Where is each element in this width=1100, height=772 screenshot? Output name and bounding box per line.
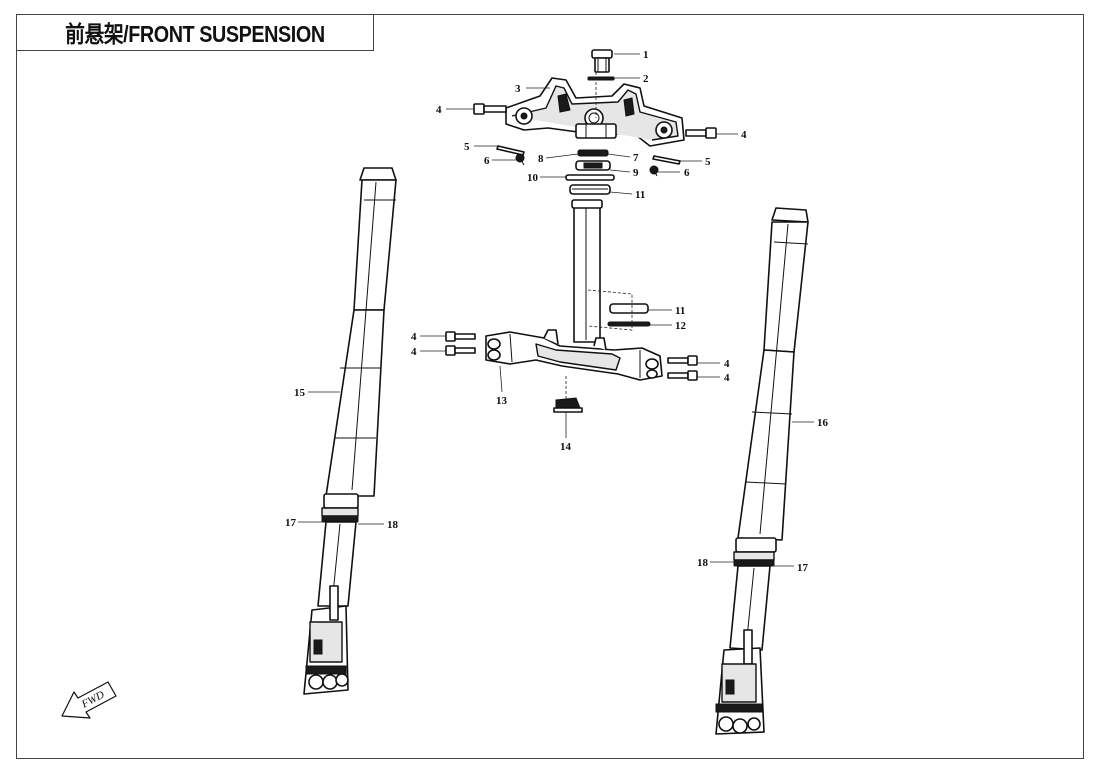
part-10-seal (565, 174, 615, 181)
callout-4-lower-left-2: 4 (411, 346, 417, 358)
part-6-screw-right (649, 165, 659, 177)
part-3-upper-triple-clamp (505, 77, 685, 147)
part-4-bolt-top-right (685, 127, 717, 139)
title-box: 前悬架/FRONT SUSPENSION (16, 14, 374, 51)
callout-5-left: 5 (464, 141, 470, 153)
drawing-frame (16, 14, 1084, 759)
fwd-arrow-icon: FWD (61, 681, 117, 719)
callout-14: 14 (560, 441, 572, 453)
part-13-lower-triple-clamp (485, 329, 663, 381)
part-2-washer (587, 76, 615, 81)
callout-12: 12 (675, 320, 687, 332)
part-12-seal (607, 321, 651, 327)
callout-4-top-right: 4 (741, 129, 747, 141)
part-15-left-fork (303, 167, 397, 695)
callout-17-left: 17 (285, 517, 297, 529)
part-4-bolt-lower-right-1 (667, 355, 698, 366)
part-16-right-fork (715, 207, 809, 735)
callout-3: 3 (515, 83, 521, 95)
callout-10: 10 (527, 172, 539, 184)
part-6-screw-left (515, 153, 525, 166)
callout-1: 1 (643, 49, 649, 61)
callout-8: 8 (538, 153, 544, 165)
callout-2: 2 (643, 73, 649, 85)
part-11-bearing-bottom (609, 303, 649, 314)
callout-4-lower-right-2: 4 (724, 372, 730, 384)
part-7-8-lock-nut (577, 149, 609, 157)
callout-16: 16 (817, 417, 829, 429)
callout-18-left: 18 (387, 519, 399, 531)
callout-15: 15 (294, 387, 306, 399)
part-4-bolt-lower-left-1 (445, 331, 476, 342)
callout-6-left: 6 (484, 155, 490, 167)
callouts: 1 2 3 4 4 5 5 6 6 7 8 9 10 11 11 12 4 4 … (285, 49, 829, 574)
callout-17-right: 17 (797, 562, 809, 574)
leader-lines (298, 53, 814, 567)
callout-5-right: 5 (705, 156, 711, 168)
page-title: 前悬架/FRONT SUSPENSION (64, 21, 325, 47)
callout-9: 9 (633, 167, 639, 179)
steering-stem (571, 199, 603, 343)
callout-13: 13 (496, 395, 508, 407)
part-5-pin-right (652, 155, 681, 165)
callout-4-lower-right-1: 4 (724, 358, 730, 370)
callout-7: 7 (633, 152, 639, 164)
callout-11-bottom: 11 (675, 305, 685, 317)
part-4-bolt-lower-right-2 (667, 370, 698, 381)
callout-18-right: 18 (697, 557, 709, 569)
part-1-stem-nut (591, 49, 613, 73)
part-14-bottom-nut (553, 397, 583, 413)
part-11-bearing-top (569, 184, 611, 195)
callout-4-lower-left-1: 4 (411, 331, 417, 343)
callout-4-top-left: 4 (436, 104, 442, 116)
callout-6-right: 6 (684, 167, 690, 179)
callout-11-top: 11 (635, 189, 645, 201)
part-9-washer (575, 160, 611, 171)
part-4-bolt-top-left (473, 103, 507, 115)
part-4-bolt-lower-left-2 (445, 345, 476, 356)
